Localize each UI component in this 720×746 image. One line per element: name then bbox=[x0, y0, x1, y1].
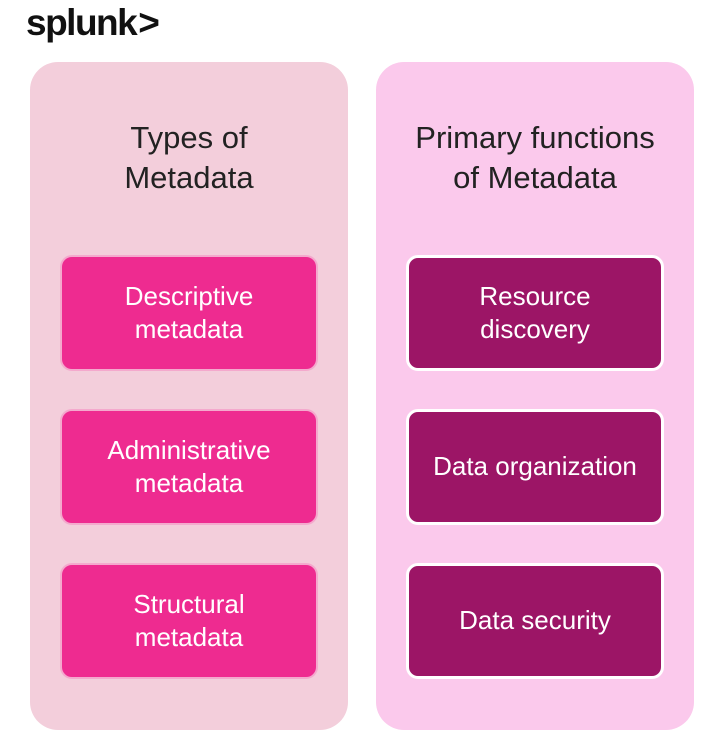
splunk-logo-chevron-icon: > bbox=[138, 2, 160, 43]
splunk-logo-text: splunk bbox=[26, 2, 138, 43]
types-of-metadata-panel: Types of Metadata Descriptive metadata A… bbox=[30, 62, 348, 730]
primary-functions-boxes: Resource discovery Data organization Dat… bbox=[406, 254, 664, 679]
administrative-metadata-box: Administrative metadata bbox=[60, 408, 318, 525]
resource-discovery-box: Resource discovery bbox=[406, 254, 664, 371]
structural-metadata-box: Structural metadata bbox=[60, 562, 318, 679]
diagram-panels: Types of Metadata Descriptive metadata A… bbox=[30, 62, 694, 730]
primary-functions-panel: Primary functions of Metadata Resource d… bbox=[376, 62, 694, 730]
descriptive-metadata-box: Descriptive metadata bbox=[60, 254, 318, 371]
types-of-metadata-boxes: Descriptive metadata Administrative meta… bbox=[60, 254, 318, 679]
data-security-box: Data security bbox=[406, 562, 664, 679]
types-of-metadata-title: Types of Metadata bbox=[124, 120, 254, 196]
data-organization-box: Data organization bbox=[406, 408, 664, 525]
splunk-logo: splunk> bbox=[26, 2, 160, 44]
primary-functions-title: Primary functions of Metadata bbox=[415, 120, 655, 196]
